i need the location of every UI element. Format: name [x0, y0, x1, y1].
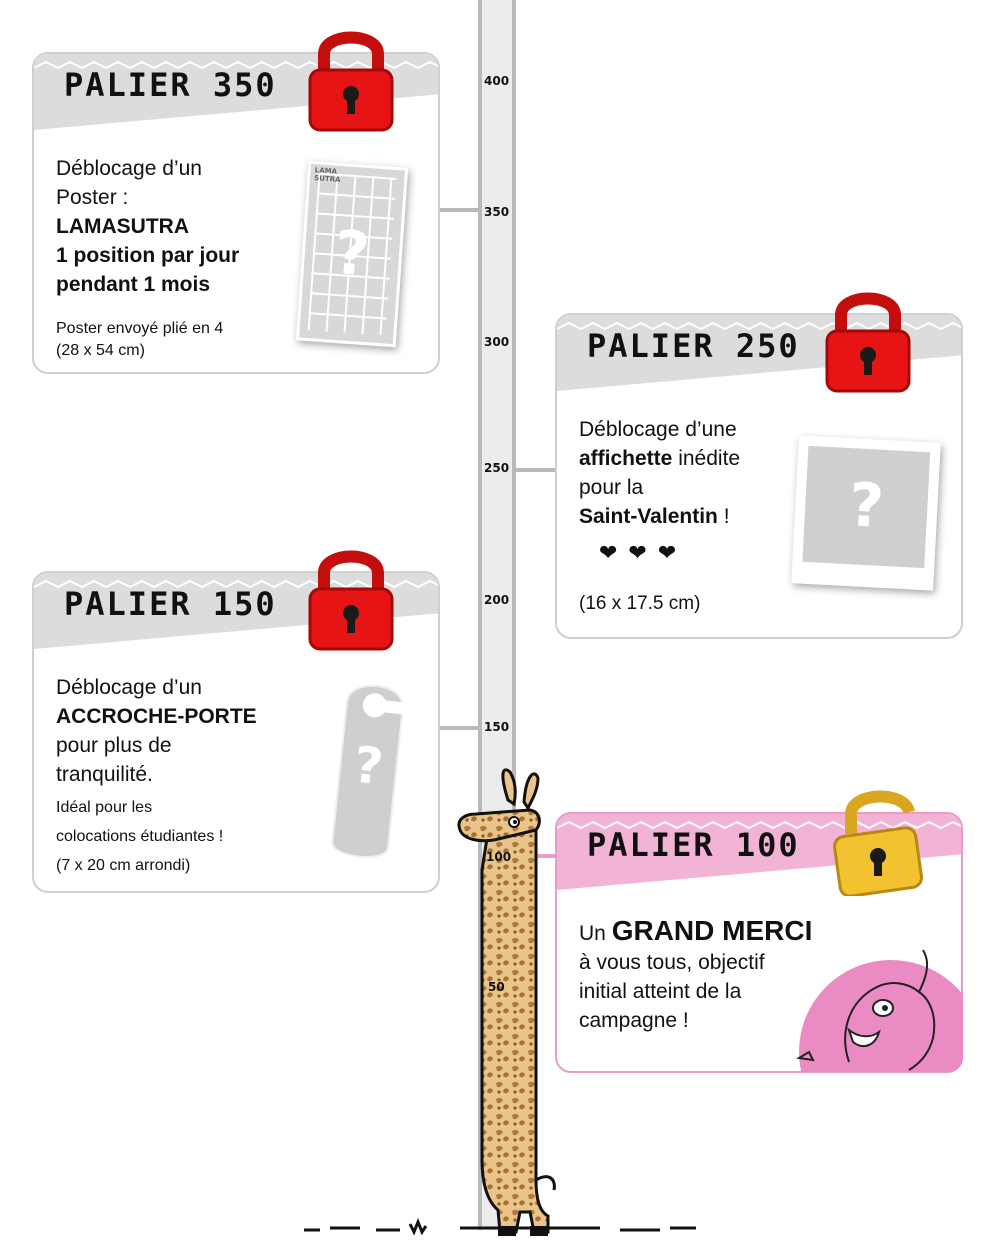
tier-card-350: PALIER 350 Déblocage d’un Poster : LAMAS… [32, 31, 440, 374]
scale-rail-left [478, 0, 482, 1230]
scale-tick-300: 300 [484, 335, 510, 349]
tier-description: Déblocage d’un Poster : LAMASUTRA 1 posi… [56, 157, 240, 296]
tier-title: PALIER 150 [64, 585, 277, 623]
scale-tick-350: 350 [484, 205, 510, 219]
scale-tick-250: 250 [484, 461, 510, 475]
tier-title: PALIER 350 [64, 66, 277, 104]
postcard-thumbnail: ? [791, 435, 941, 591]
giraffe-illustration: 100 50 [430, 760, 580, 1240]
tier-title: PALIER 250 [587, 327, 800, 365]
connector-150 [440, 726, 480, 730]
padlock-locked-icon [306, 22, 396, 138]
tier-description: Un GRAND MERCI à vous tous, objectif ini… [579, 915, 813, 1032]
tier-title: PALIER 100 [587, 826, 800, 864]
scale-tick-200: 200 [484, 593, 510, 607]
tier-description: Déblocage d’une affichette inédite pour … [579, 418, 741, 528]
padlock-unlocked-icon [831, 784, 927, 900]
poster-thumbnail: LAMA SUTRA ? [295, 160, 409, 348]
connector-250 [516, 468, 556, 472]
door-hanger-thumbnail: ? [316, 671, 419, 869]
tier-note: Poster envoyé plié en 4 (28 x 54 cm) [56, 320, 224, 359]
tier-description: Déblocage d’un ACCROCHE-PORTE pour plus … [56, 676, 257, 786]
scale-tick-50: 50 [488, 980, 505, 994]
llama-illustration [779, 942, 963, 1072]
tier-note: Idéal pour les colocations étudiantes ! … [56, 799, 224, 874]
connector-350 [440, 208, 480, 212]
scale-tick-150: 150 [484, 720, 510, 734]
scale-tick-400: 400 [484, 74, 510, 88]
tier-note: (16 x 17.5 cm) [579, 593, 701, 614]
padlock-locked-icon [823, 283, 913, 399]
scale-tick-100: 100 [486, 850, 512, 864]
scale-rail-right [512, 0, 516, 1230]
ground-grass [300, 1217, 700, 1238]
padlock-locked-icon [306, 541, 396, 657]
tier-card-100: PALIER 100 Un GRAND MERCI à vous tous, o… [555, 790, 963, 1073]
tier-card-150: PALIER 150 Déblocage d’un ACCROCHE-PORTE… [32, 550, 440, 893]
tier-card-250: PALIER 250 Déblocage d’une affichette in… [555, 292, 963, 639]
hearts-icon: ❤ ❤ ❤ [599, 541, 679, 566]
